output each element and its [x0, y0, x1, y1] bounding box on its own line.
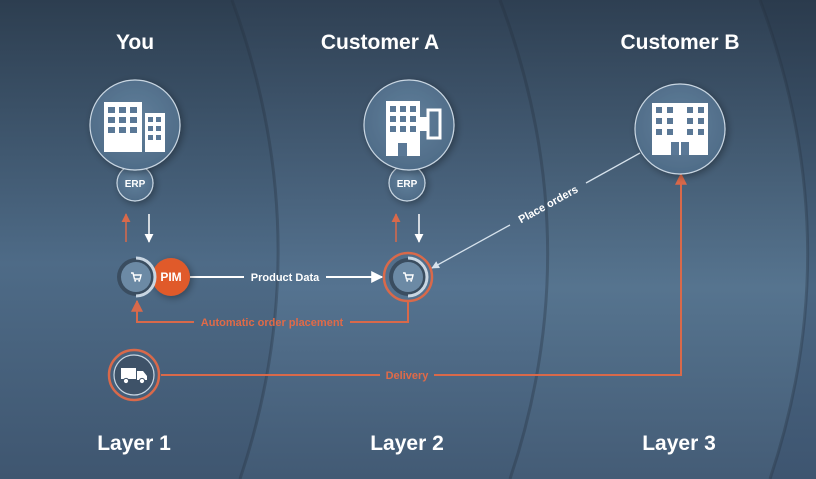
shopping-cart-icon: [403, 272, 414, 282]
customer-a-shop-node[interactable]: [382, 251, 434, 303]
you-erp-label: ERP: [125, 179, 146, 190]
column-title-you: You: [116, 31, 154, 54]
product-data-label: Product Data: [251, 272, 320, 284]
delivery-label: Delivery: [386, 370, 430, 382]
layer-1-panel: [0, 0, 279, 479]
pim-label: PIM: [160, 270, 181, 284]
factory-building-icon: [386, 101, 442, 156]
customer-a-shop-progress-arc: [407, 256, 429, 298]
column-title-customer-a: Customer A: [321, 31, 439, 54]
layer-2-edge: [498, 0, 550, 479]
you-shop-circle[interactable]: [121, 262, 151, 292]
you-shop-node[interactable]: PIM: [117, 256, 190, 298]
delivery-truck-icon: [121, 368, 147, 385]
layer-3-edge: [758, 0, 810, 479]
place-orders-line-bottom: [431, 224, 511, 269]
customer-b-node[interactable]: [634, 83, 726, 175]
customer-a-shop-outer-ring: [382, 251, 434, 303]
layer-label-1: Layer 1: [97, 432, 171, 455]
auto-order-line-right: [350, 300, 409, 323]
customer-a-erp-label: ERP: [397, 179, 418, 190]
layer-label-3: Layer 3: [642, 432, 716, 455]
pim-button[interactable]: [152, 258, 190, 296]
delivery-outer-ring: [107, 348, 161, 402]
place-orders-line-top: [585, 152, 641, 184]
column-title-customer-b: Customer B: [620, 31, 739, 54]
delivery-line-right: [434, 172, 687, 376]
customer-a-node[interactable]: ERP: [363, 79, 455, 202]
you-shop-progress-arc: [135, 256, 157, 298]
auto-order-label: Automatic order placement: [201, 317, 344, 329]
you-node[interactable]: ERP: [89, 79, 181, 202]
layer-1-edge: [230, 0, 280, 479]
shopping-cart-icon: [131, 272, 142, 282]
office-building-icon: [652, 103, 708, 155]
delivery-node[interactable]: [107, 348, 161, 402]
office-building-icon: [104, 102, 165, 152]
customer-a-shop-circle[interactable]: [393, 262, 423, 292]
auto-order-line-left: [131, 299, 194, 323]
layer-label-2: Layer 2: [370, 432, 444, 455]
